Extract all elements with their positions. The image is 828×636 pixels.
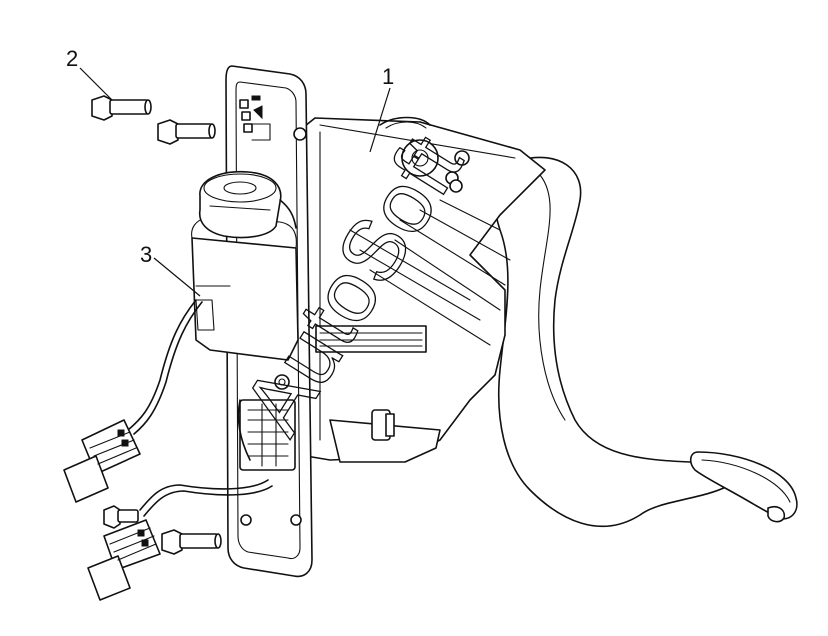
bolt-lower-left <box>103 505 139 529</box>
fluid-reservoir <box>191 170 299 361</box>
electrical-connector-lower <box>87 519 161 601</box>
pedal-pad <box>689 451 798 523</box>
bolt-upper <box>91 95 152 121</box>
callout-1: 1 <box>369 64 394 153</box>
pedal-arm <box>494 156 729 528</box>
wiring-harness <box>127 299 273 517</box>
pivot-pin <box>454 150 470 166</box>
pedal-bracket-housing <box>299 116 546 463</box>
electrical-connector-upper <box>63 419 141 503</box>
bolt-lower <box>161 529 222 555</box>
callout-label-3: 3 <box>140 242 152 267</box>
bolt-middle <box>157 119 216 145</box>
callout-2: 2 <box>66 46 113 101</box>
slotted-plate <box>315 325 427 353</box>
callout-3: 3 <box>140 242 201 297</box>
callout-label-1: 1 <box>382 64 394 89</box>
reservoir-cap <box>198 170 282 239</box>
return-spring <box>379 116 431 126</box>
callout-label-2: 2 <box>66 46 78 71</box>
pivot-boss <box>401 139 439 177</box>
